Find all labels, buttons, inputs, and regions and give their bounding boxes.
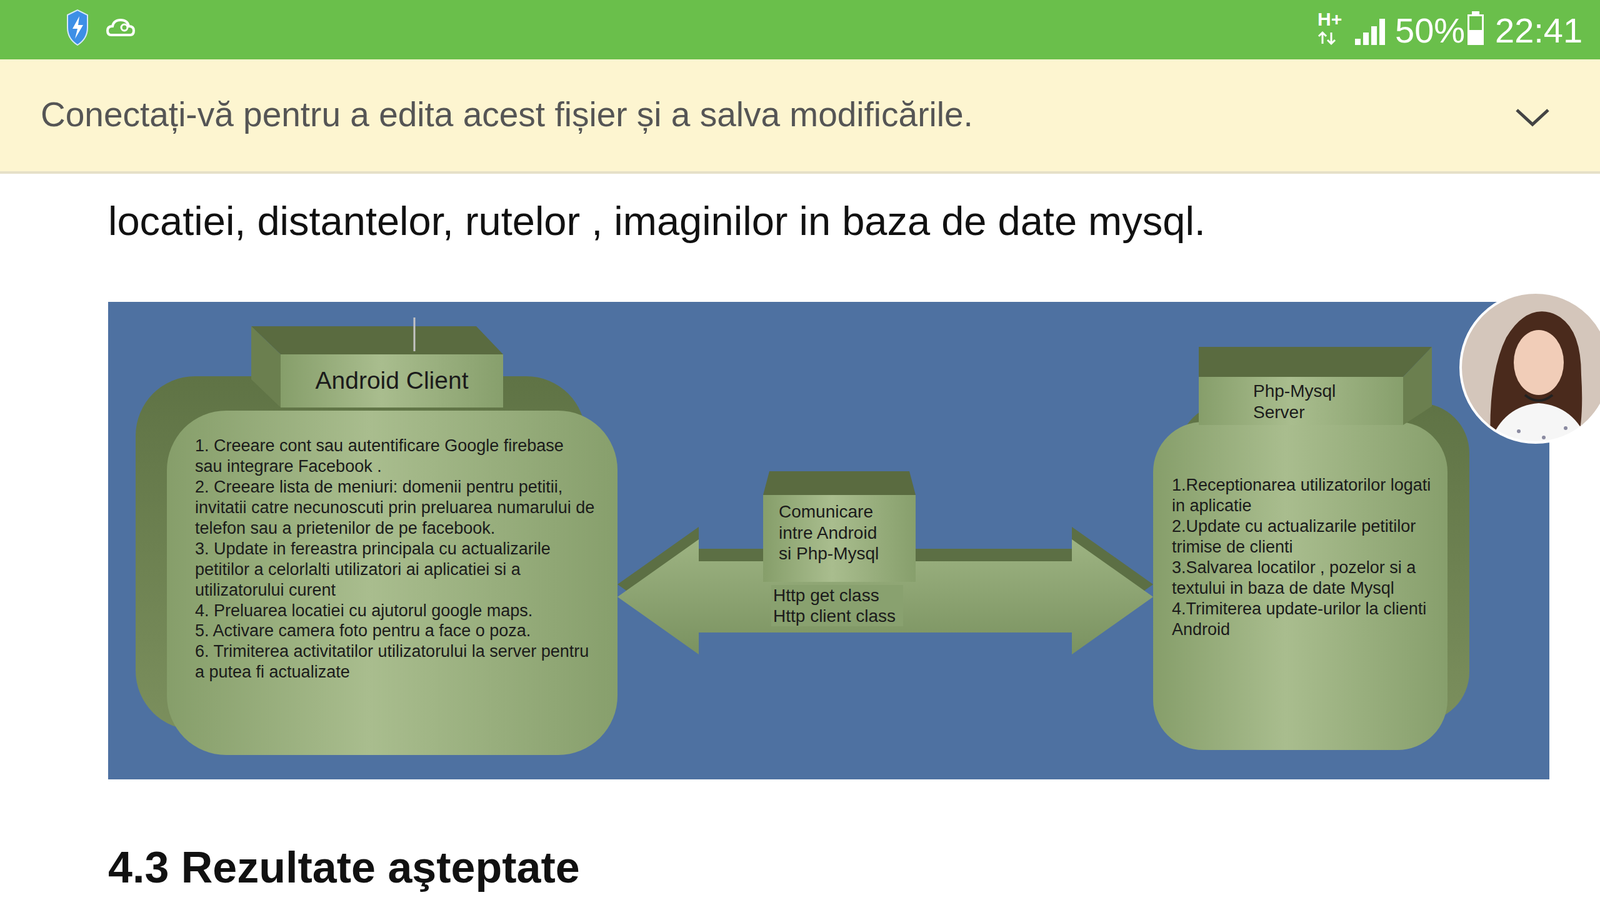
list-item: 5. Activare camera foto pentru a face o … bbox=[195, 620, 595, 642]
network-indicator: H+ bbox=[1317, 8, 1342, 30]
list-item: 6. Trimiterea activitatilor utilizatorul… bbox=[195, 641, 595, 683]
battery-level bbox=[1467, 30, 1484, 45]
label-holder: Conectați-vă pentru a edita acest fișier… bbox=[40, 95, 974, 134]
tab-front-face bbox=[1198, 376, 1404, 425]
status-bar bbox=[0, 0, 1600, 60]
label-holder: locatiei, distantelor, rutelor , imagini… bbox=[108, 198, 1206, 244]
signal-bar bbox=[1371, 26, 1377, 45]
tab-side-face bbox=[251, 326, 281, 408]
document-text: locatiei, distantelor, rutelor , imagini… bbox=[108, 198, 1206, 244]
diagram-background bbox=[108, 301, 1550, 780]
tick-line bbox=[413, 317, 416, 352]
list-item: 1. Creeare cont sau autentificare Google… bbox=[195, 435, 595, 477]
sun-icon bbox=[121, 24, 128, 31]
list-item: 2.Update cu actualizarile petitilor trim… bbox=[1171, 516, 1435, 558]
signal-bar bbox=[1363, 32, 1369, 45]
component-box: Android Client 1. Creeare cont sau autent… bbox=[135, 326, 618, 755]
list-item: 3. Update in fereastra principala cu act… bbox=[195, 538, 595, 601]
label-holder: 22:41 bbox=[1495, 11, 1583, 50]
label-holder: 4.3 Rezultate aşteptate bbox=[108, 843, 580, 892]
photo-background bbox=[1456, 287, 1600, 450]
shield-icon bbox=[67, 10, 88, 45]
sign-in-banner bbox=[0, 59, 1600, 172]
chevron-icon bbox=[1516, 110, 1549, 125]
box-heading: Android Client bbox=[315, 366, 469, 396]
list-item: 1.Receptionarea utilizatorilor logati in… bbox=[1171, 475, 1435, 517]
tab-top-face bbox=[1198, 346, 1432, 377]
avatar-border bbox=[1460, 292, 1600, 443]
section-heading: 4.3 Rezultate aşteptate bbox=[108, 843, 580, 892]
signal-bar bbox=[1379, 18, 1385, 45]
box-front-face bbox=[763, 495, 916, 582]
signal-bar bbox=[1355, 38, 1361, 45]
shirt-dot bbox=[1516, 429, 1521, 434]
data-arrows-icon bbox=[1318, 32, 1335, 44]
list-item: 4.Trimiterea update-urilor la clienti An… bbox=[1171, 598, 1435, 640]
shirt-dot bbox=[1563, 426, 1568, 430]
edge-label-holder: Http get class Http client class bbox=[771, 585, 904, 627]
cloud-icon bbox=[107, 20, 134, 35]
box-text: Comunicare intre Android si Php-Mysql bbox=[778, 501, 889, 565]
tab-front-face bbox=[280, 354, 504, 408]
lightning-icon bbox=[72, 16, 84, 39]
label-holder: 50% bbox=[1395, 11, 1465, 50]
face bbox=[1513, 330, 1564, 395]
clock: 22:41 bbox=[1495, 11, 1583, 50]
banner-shadow bbox=[0, 171, 1600, 174]
shirt-dot bbox=[1541, 435, 1546, 440]
box-front-face bbox=[1153, 421, 1448, 750]
list-item: 2. Creeare lista de meniuri: domenii pen… bbox=[195, 476, 595, 539]
heading-holder: Comunicare intre Android si Php-Mysql bbox=[778, 501, 889, 565]
list-item: 4. Preluarea locatiei cu ajutorul google… bbox=[195, 600, 595, 622]
list-item: 3.Salvarea locatilor , pozelor si a text… bbox=[1171, 557, 1435, 599]
list-holder: 1.Receptionarea utilizatorilor logati in… bbox=[1171, 475, 1435, 640]
battery-percent: 50% bbox=[1395, 11, 1465, 50]
box-heading: Php-Mysql Server bbox=[1253, 380, 1344, 423]
box-front-face bbox=[166, 410, 618, 755]
edge-label: Http get class Http client class bbox=[771, 585, 904, 627]
necklace bbox=[1525, 395, 1553, 401]
component-box: Php-Mysql Server 1.Receptionarea utilizat… bbox=[1153, 346, 1470, 750]
process-box: Comunicare intre Android si Php-Mysql bbox=[763, 471, 916, 582]
avatar-photo bbox=[1456, 287, 1600, 450]
banner-message: Conectați-vă pentru a edita acest fișier… bbox=[40, 95, 974, 134]
list-holder: 1. Creeare cont sau autentificare Google… bbox=[195, 435, 595, 683]
box-top-face bbox=[763, 471, 916, 495]
tab-top-face bbox=[251, 326, 504, 355]
heading-holder: Php-Mysql Server bbox=[1253, 380, 1344, 423]
label-holder: H+ bbox=[1317, 8, 1342, 30]
heading-holder: Android Client bbox=[280, 354, 504, 408]
tab-side-face bbox=[1403, 346, 1432, 425]
